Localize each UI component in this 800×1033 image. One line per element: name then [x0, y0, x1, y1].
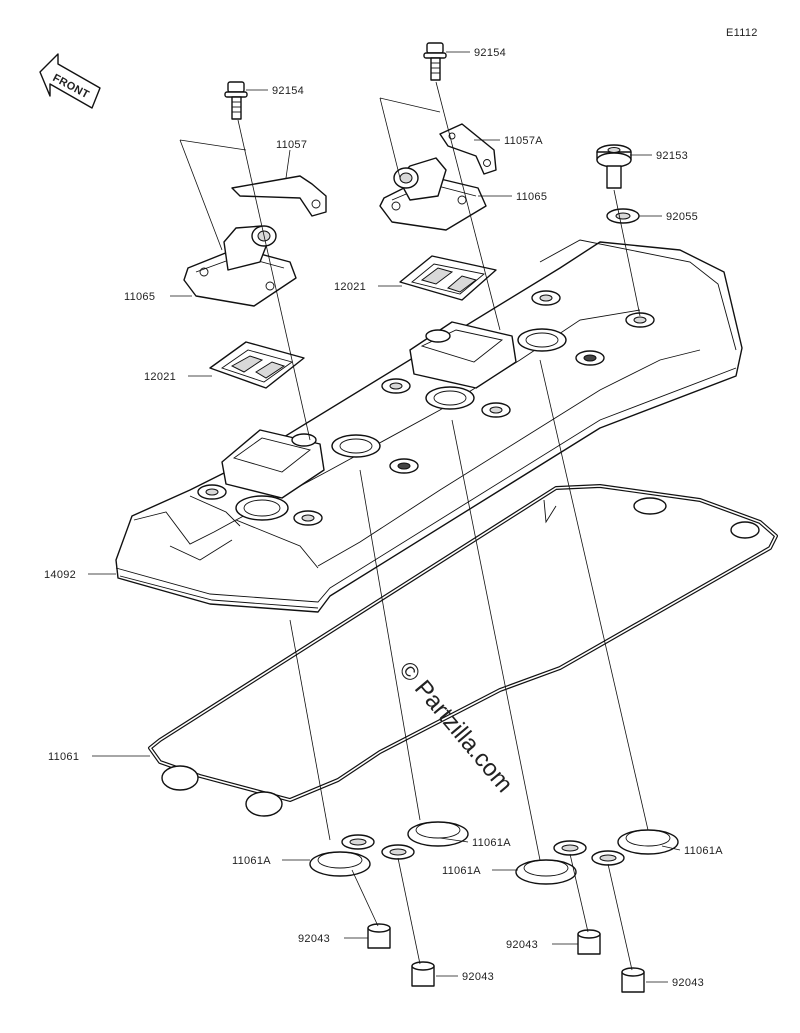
- watermark: © Partzilla.com: [393, 657, 518, 798]
- gasket-12021-right[interactable]: [399, 255, 497, 301]
- bolt-92154-right[interactable]: [423, 42, 447, 81]
- callout-11061A-3[interactable]: 11061A: [442, 865, 481, 877]
- bolt-92153[interactable]: [596, 144, 632, 189]
- callout-11061A-4[interactable]: 11061A: [684, 845, 723, 857]
- bolt-92154-left[interactable]: [224, 81, 248, 120]
- washer-92055[interactable]: [606, 208, 640, 224]
- callout-14092[interactable]: 14092: [44, 569, 76, 581]
- callout-11061[interactable]: 11061: [48, 751, 79, 763]
- dowel-pin-92043-4[interactable]: [621, 967, 645, 993]
- plug-seal-11061A-4[interactable]: [591, 829, 679, 866]
- callout-12021-right[interactable]: 12021: [334, 281, 366, 293]
- breather-cover-11065-right[interactable]: [379, 157, 487, 231]
- callout-92043-4[interactable]: 92043: [672, 977, 704, 989]
- callout-92154-right[interactable]: 92154: [474, 47, 506, 59]
- callout-92043-3[interactable]: 92043: [506, 939, 538, 951]
- callout-92043-1[interactable]: 92043: [298, 933, 330, 945]
- callout-leaders: [88, 51, 681, 983]
- callout-11061A-1[interactable]: 11061A: [232, 855, 271, 867]
- plug-seal-11061A-3[interactable]: [515, 840, 587, 885]
- cylinder-head-cover-14092[interactable]: [115, 239, 743, 613]
- plug-seal-11061A-1[interactable]: [309, 834, 375, 877]
- dowel-pin-92043-3[interactable]: [577, 929, 601, 955]
- gasket-12021-left[interactable]: [209, 341, 305, 389]
- breather-cover-11065-left[interactable]: [183, 225, 297, 307]
- callout-11065-left[interactable]: 11065: [124, 291, 155, 303]
- callout-11065-right[interactable]: 11065: [516, 191, 547, 203]
- callout-92154-left[interactable]: 92154: [272, 85, 304, 97]
- callout-92153[interactable]: 92153: [656, 150, 688, 162]
- callout-11057A[interactable]: 11057A: [504, 135, 543, 147]
- callout-12021-left[interactable]: 12021: [144, 371, 176, 383]
- diagram-code: E1112: [726, 27, 758, 39]
- callout-92043-2[interactable]: 92043: [462, 971, 494, 983]
- bracket-11057[interactable]: [231, 175, 327, 217]
- callout-11057[interactable]: 11057: [276, 139, 307, 151]
- callout-92055[interactable]: 92055: [666, 211, 698, 223]
- dowel-pin-92043-2[interactable]: [411, 961, 435, 987]
- assembly-guide-lines: [179, 81, 649, 971]
- front-arrow-icon: FRONT: [39, 53, 101, 109]
- dowel-pin-92043-1[interactable]: [367, 923, 391, 949]
- head-cover-gasket-11061[interactable]: [148, 484, 778, 817]
- callout-11061A-2[interactable]: 11061A: [472, 837, 511, 849]
